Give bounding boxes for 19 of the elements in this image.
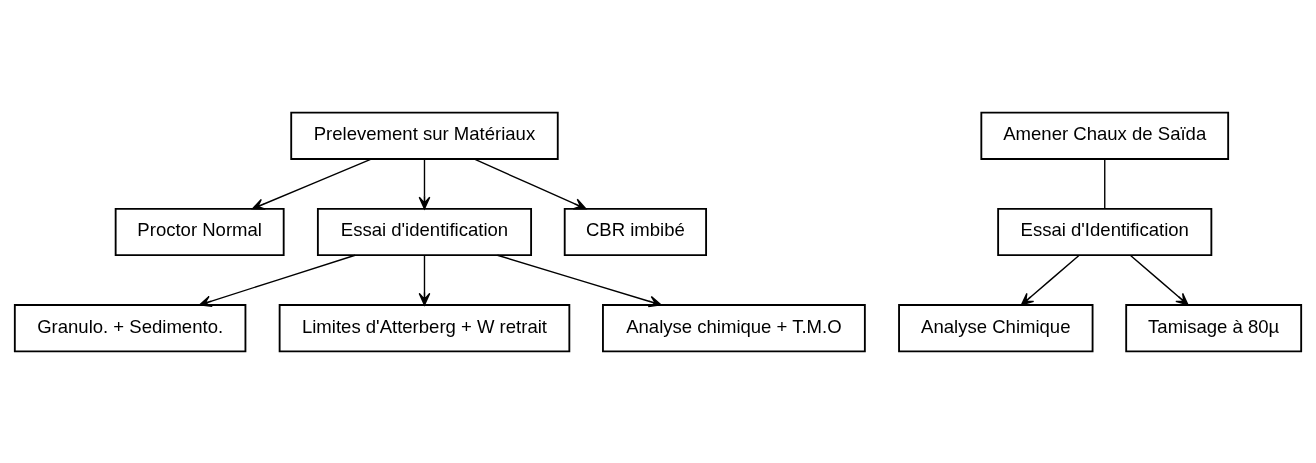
connector <box>1104 158 1106 209</box>
node-box: Prelevement sur Matériaux <box>290 111 559 160</box>
node-box: Tamisage à 80µ <box>1125 303 1303 352</box>
arrow <box>418 254 431 306</box>
arrow <box>418 158 431 209</box>
arrow <box>251 158 372 210</box>
arrow <box>1129 254 1189 306</box>
node-box: Analyse Chimique <box>898 303 1094 352</box>
node-box: Amener Chaux de Saïda <box>980 111 1230 160</box>
node-box: Essai d'identification <box>316 207 533 256</box>
node-box: Essai d'Identification <box>997 207 1213 256</box>
node-box: Limites d'Atterberg + W retrait <box>278 303 571 352</box>
node-box: Proctor Normal <box>114 207 285 256</box>
node-box: CBR imbibé <box>563 207 707 256</box>
node-box: Analyse chimique + T.M.O <box>602 303 866 352</box>
arrow <box>198 254 356 307</box>
node-box: Granulo. + Sedimento. <box>13 303 247 352</box>
arrow <box>1020 254 1080 306</box>
arrow <box>496 254 662 307</box>
